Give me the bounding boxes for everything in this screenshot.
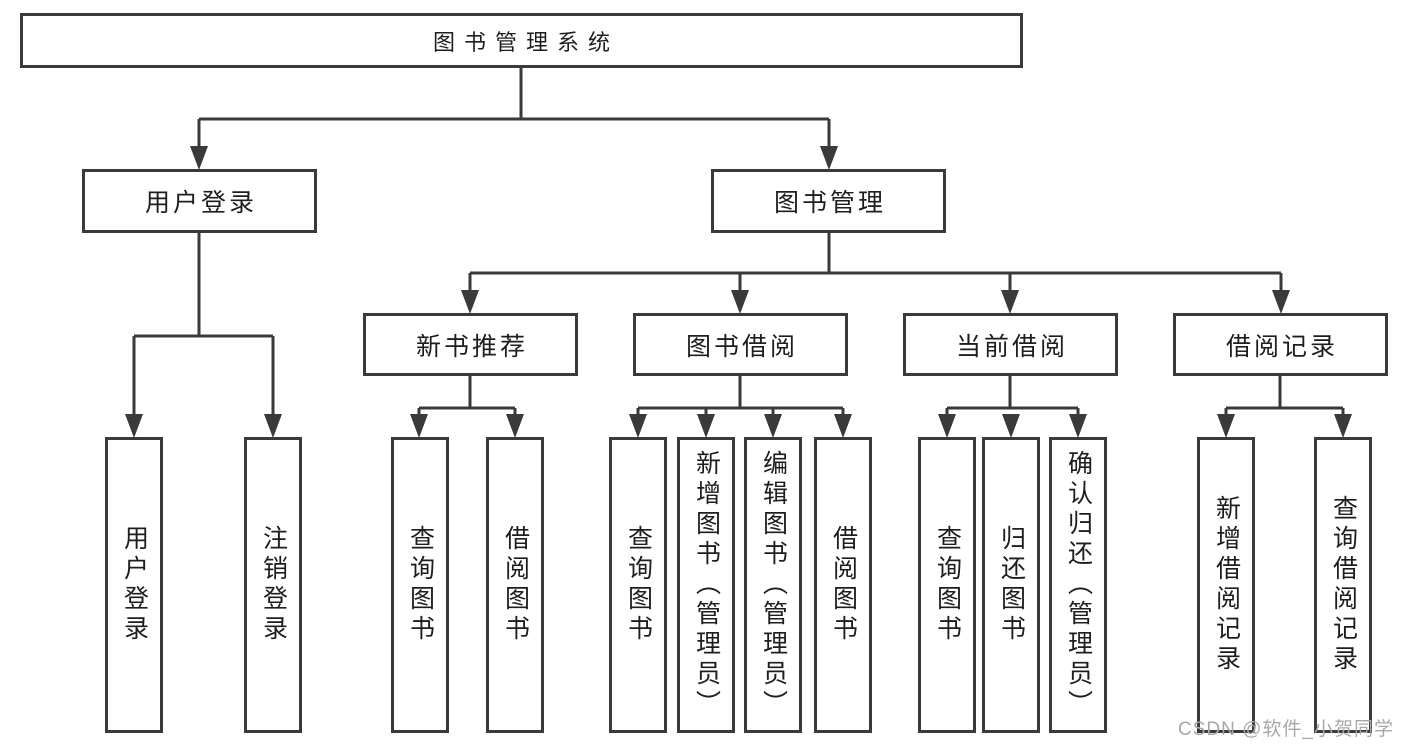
arrowheads-borrow-children: [629, 414, 852, 438]
connector-borrow-to-children: [636, 376, 845, 415]
node-new-book-recommend: 新书推荐: [363, 313, 578, 376]
arrowheads-login-children: [125, 414, 282, 438]
leaf-return-books-label: 归还图书: [997, 525, 1026, 645]
leaf-newbook-query-books: 查询图书: [391, 437, 449, 733]
leaf-current-query-books: 查询图书: [918, 437, 976, 733]
arrowheads-newbook-children: [410, 414, 524, 438]
connector-records-to-children: [1224, 376, 1345, 415]
node-current-borrow-label: 当前借阅: [955, 332, 1068, 361]
leaf-add-borrow-record-label: 新增借阅记录: [1212, 495, 1241, 675]
leaf-confirm-return-admin-label: 确认归还（管理员）: [1064, 450, 1093, 720]
node-book-management-label: 图书管理: [773, 189, 886, 217]
leaf-confirm-return-admin: 确认归还（管理员）: [1049, 437, 1107, 733]
node-borrow-records: 借阅记录: [1173, 313, 1388, 376]
leaf-query-borrow-record: 查询借阅记录: [1314, 437, 1372, 733]
leaf-logout-label: 注销登录: [259, 525, 288, 645]
leaf-current-query-books-label: 查询图书: [933, 525, 962, 645]
arrowheads-level3: [461, 290, 1290, 314]
node-root-label: 图书管理系统: [432, 29, 619, 55]
leaf-borrow-query-books: 查询图书: [609, 437, 667, 733]
node-root-system: 图书管理系统: [20, 13, 1023, 68]
arrowheads-current-children: [938, 414, 1087, 438]
leaf-logout: 注销登录: [244, 437, 302, 733]
connector-current-to-children: [945, 376, 1080, 415]
leaf-borrow-books: 借阅图书: [814, 437, 872, 733]
leaf-add-books-admin: 新增图书（管理员）: [677, 437, 735, 733]
leaf-add-books-admin-label: 新增图书（管理员）: [692, 450, 721, 720]
node-current-borrow: 当前借阅: [903, 313, 1118, 376]
connector-login-to-children: [132, 233, 275, 415]
leaf-user-login: 用户登录: [105, 437, 163, 733]
leaf-borrow-query-books-label: 查询图书: [624, 525, 653, 645]
leaf-borrow-books-label: 借阅图书: [829, 525, 858, 645]
node-user-login-label: 用户登录: [144, 189, 257, 217]
node-book-borrow: 图书借阅: [633, 313, 848, 376]
node-borrow-records-label: 借阅记录: [1225, 332, 1338, 361]
connector-newbook-to-children: [417, 376, 517, 415]
arrowheads-records-children: [1217, 414, 1352, 438]
node-book-management: 图书管理: [711, 169, 946, 233]
leaf-return-books: 归还图书: [982, 437, 1040, 733]
node-new-book-recommend-label: 新书推荐: [415, 332, 528, 361]
node-user-login: 用户登录: [82, 169, 317, 233]
node-book-borrow-label: 图书借阅: [685, 332, 798, 361]
leaf-newbook-query-books-label: 查询图书: [406, 525, 435, 645]
leaf-add-borrow-record: 新增借阅记录: [1197, 437, 1255, 733]
arrowheads-level2: [190, 146, 838, 170]
leaf-query-borrow-record-label: 查询借阅记录: [1329, 495, 1358, 675]
connector-manage-to-level3: [468, 233, 1283, 291]
watermark: CSDN @软件_小贺同学: [1178, 719, 1394, 740]
leaf-user-login-label: 用户登录: [120, 525, 149, 645]
leaf-edit-books-admin: 编辑图书（管理员）: [744, 437, 802, 733]
leaf-newbook-borrow-books: 借阅图书: [486, 437, 544, 733]
leaf-edit-books-admin-label: 编辑图书（管理员）: [759, 450, 788, 720]
leaf-newbook-borrow-books-label: 借阅图书: [501, 525, 530, 645]
connector-root-to-level2: [197, 68, 831, 147]
